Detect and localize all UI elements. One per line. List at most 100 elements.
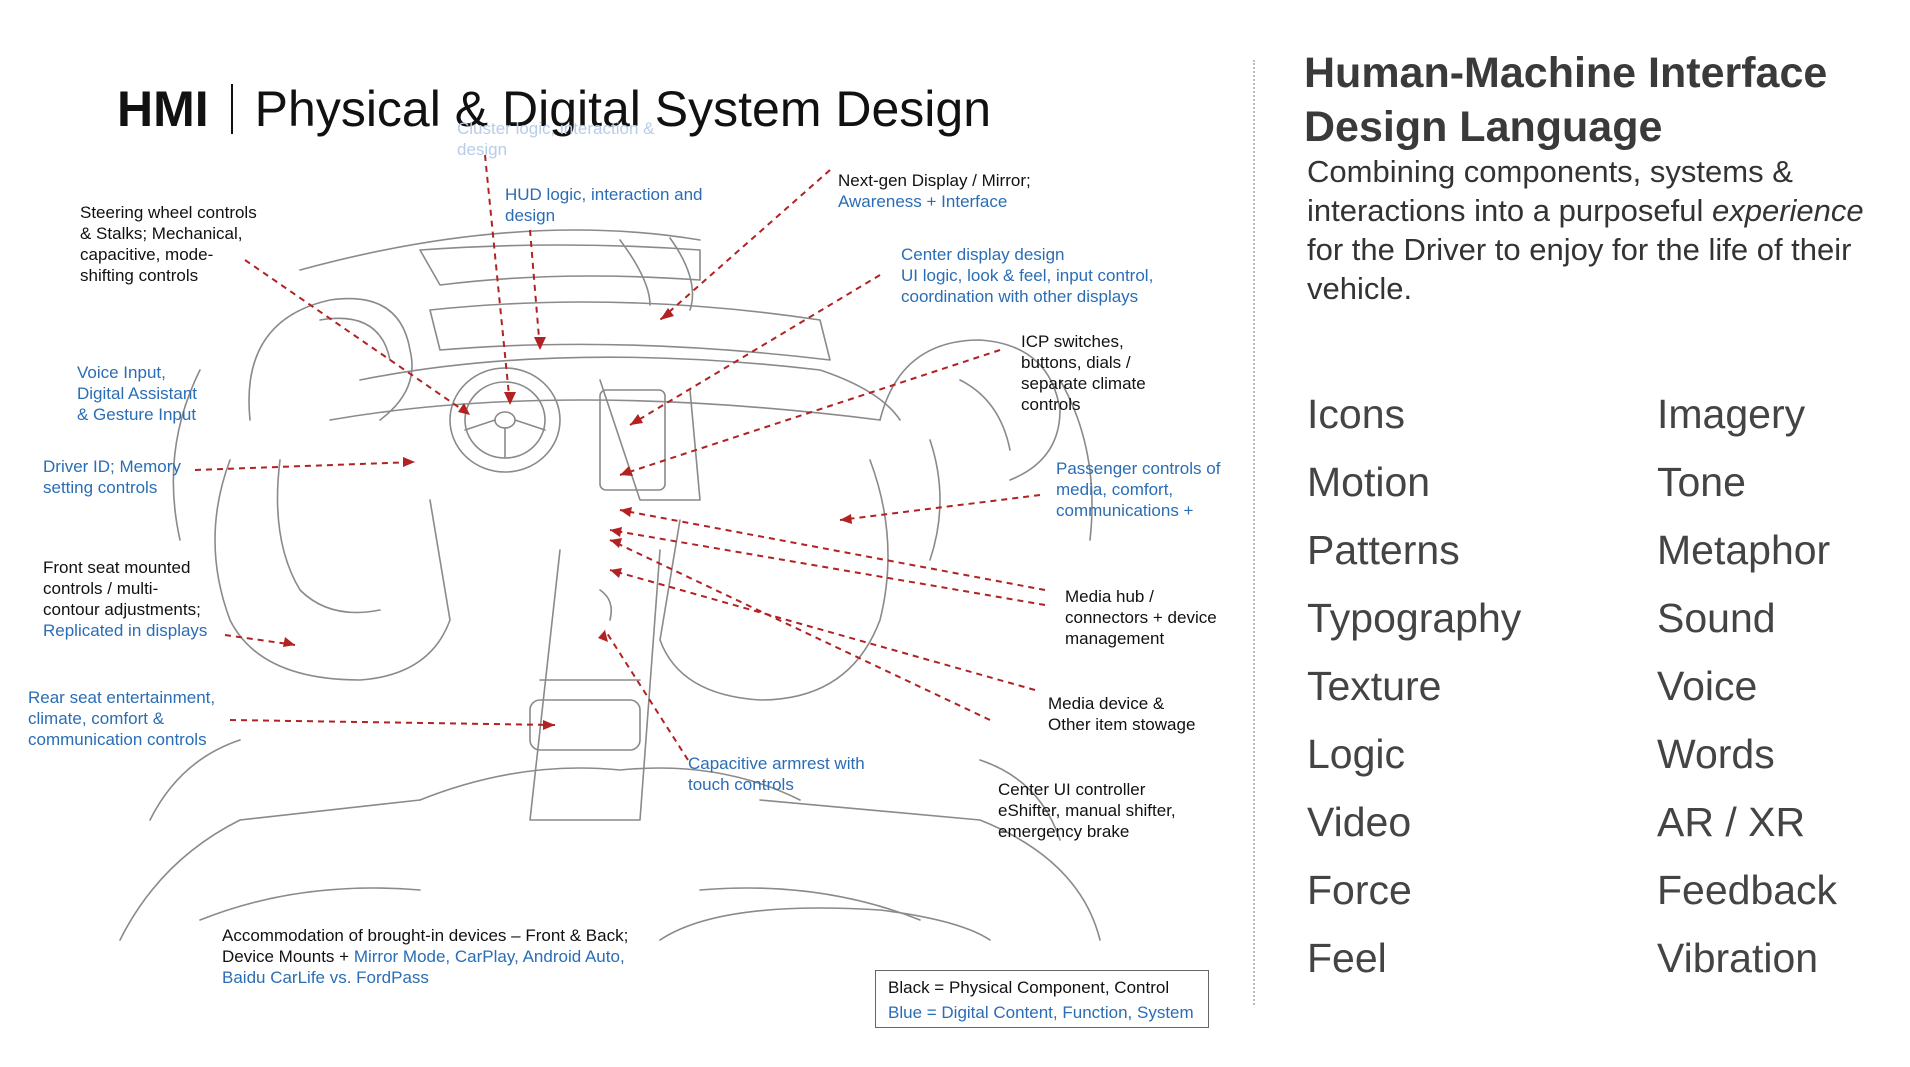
- label-line: HUD logic, interaction and: [505, 185, 703, 204]
- term-item: AR / XR: [1657, 799, 1806, 845]
- label-line: climate, comfort &: [28, 709, 165, 728]
- label-line: & Gesture Input: [77, 405, 197, 424]
- term-item: Feedback: [1657, 867, 1838, 913]
- desc-text: for the Driver to enjoy for the life of …: [1307, 232, 1852, 306]
- term-item: Typography: [1307, 595, 1522, 641]
- title-brand: HMI: [117, 81, 209, 137]
- label-fragment: Device Mounts +: [222, 947, 354, 966]
- car-sketch: [119, 154, 1101, 941]
- label-line: Awareness + Interface: [838, 192, 1008, 211]
- sidebar-description: Combining components, systems & interact…: [1307, 152, 1887, 308]
- label-line: ICP switches,: [1021, 332, 1124, 351]
- label-line: Driver ID; Memory: [43, 457, 181, 476]
- vertical-divider: [1253, 60, 1255, 1005]
- label-line: design: [457, 140, 508, 159]
- sidebar-title-line: Human-Machine Interface: [1304, 49, 1828, 97]
- label-line: Front seat mounted: [43, 558, 191, 577]
- label-line: design: [505, 206, 556, 225]
- page-title: HMI Physical & Digital System Design: [117, 80, 991, 138]
- label-line: connectors + device: [1065, 608, 1217, 627]
- label-line: capacitive, mode-: [80, 245, 214, 264]
- label-brought-in-devices: Accommodation of brought-in devices – Fr…: [222, 925, 628, 988]
- label-line: separate climate: [1021, 374, 1146, 393]
- term-item: Voice: [1657, 663, 1758, 709]
- label-line: Other item stowage: [1048, 715, 1196, 734]
- label-line: & Stalks; Mechanical,: [80, 224, 243, 243]
- sidebar-title: Human-Machine Interface Design Language: [1304, 46, 1904, 154]
- label-media-hub: Media hub / connectors + device manageme…: [1065, 586, 1217, 649]
- label-line: Media hub /: [1065, 587, 1154, 606]
- car-interior-diagram: Cluster logic, interaction & design HUD …: [0, 118, 1240, 1067]
- label-line: management: [1065, 629, 1165, 648]
- label-line: Device Mounts + Mirror Mode, CarPlay, An…: [222, 946, 628, 967]
- term-item: Vibration: [1657, 935, 1819, 981]
- term-item: Video: [1307, 799, 1412, 845]
- label-line: Center display design: [901, 245, 1065, 264]
- label-capacitive-armrest: Capacitive armrest with touch controls: [688, 753, 865, 795]
- label-line: communications +: [1056, 501, 1194, 520]
- label-line: controls / multi-: [43, 579, 159, 598]
- label-line: Cluster logic, interaction &: [457, 119, 655, 138]
- label-driver-id: Driver ID; Memory setting controls: [43, 456, 181, 498]
- design-terms-left: Icons Motion Patterns Typography Texture…: [1307, 380, 1521, 992]
- desc-emphasis: experience: [1711, 193, 1864, 228]
- title-separator: [230, 84, 233, 134]
- label-line: media, comfort,: [1056, 480, 1174, 499]
- label-fragment: Mirror Mode, CarPlay, Android Auto,: [353, 947, 625, 966]
- label-line: eShifter, manual shifter,: [998, 801, 1176, 820]
- term-item: Imagery: [1657, 391, 1806, 437]
- label-line: contour adjustments;: [43, 600, 201, 619]
- label-line: buttons, dials /: [1021, 353, 1131, 372]
- label-line: controls: [1021, 395, 1081, 414]
- term-item: Metaphor: [1657, 527, 1831, 573]
- label-nextgen-display: Next-gen Display / Mirror; Awareness + I…: [838, 170, 1031, 212]
- label-hud: HUD logic, interaction and design: [505, 184, 702, 226]
- sidebar-title-line: Design Language: [1304, 103, 1663, 151]
- term-item: Texture: [1307, 663, 1442, 709]
- label-media-device-stowage: Media device & Other item stowage: [1048, 693, 1195, 735]
- label-line: Capacitive armrest with: [688, 754, 865, 773]
- label-icp-switches: ICP switches, buttons, dials / separate …: [1021, 331, 1146, 415]
- label-center-display: Center display design UI logic, look & f…: [901, 244, 1153, 307]
- label-line: touch controls: [688, 775, 794, 794]
- label-steering-controls: Steering wheel controls & Stalks; Mechan…: [80, 202, 257, 286]
- label-rear-seat-entertainment: Rear seat entertainment, climate, comfor…: [28, 687, 215, 750]
- legend-black: Black = Physical Component, Control: [888, 978, 1170, 997]
- label-line: emergency brake: [998, 822, 1130, 841]
- label-voice-input: Voice Input, Digital Assistant & Gesture…: [77, 362, 197, 425]
- label-line: Replicated in displays: [43, 621, 208, 640]
- term-item: Logic: [1307, 731, 1406, 777]
- label-line: Voice Input,: [77, 363, 166, 382]
- desc-text: Combining components, systems & interact…: [1307, 154, 1793, 228]
- term-item: Words: [1657, 731, 1775, 777]
- label-line: Next-gen Display / Mirror;: [838, 171, 1031, 190]
- title-text: Physical & Digital System Design: [254, 81, 992, 137]
- label-cluster: Cluster logic, interaction & design: [457, 118, 654, 160]
- term-item: Feel: [1307, 935, 1387, 981]
- label-line: Passenger controls of: [1056, 459, 1221, 478]
- label-line: Center UI controller: [998, 780, 1146, 799]
- term-item: Force: [1307, 867, 1412, 913]
- label-center-ui-controller: Center UI controller eShifter, manual sh…: [998, 779, 1176, 842]
- label-line: Steering wheel controls: [80, 203, 257, 222]
- label-line: coordination with other displays: [901, 287, 1139, 306]
- label-line: Rear seat entertainment,: [28, 688, 216, 707]
- label-line: Digital Assistant: [77, 384, 197, 403]
- term-item: Icons: [1307, 391, 1405, 437]
- label-passenger-controls: Passenger controls of media, comfort, co…: [1056, 458, 1220, 521]
- label-line: UI logic, look & feel, input control,: [901, 266, 1154, 285]
- term-item: Motion: [1307, 459, 1431, 505]
- label-line: Baidu CarLife vs. FordPass: [222, 968, 429, 987]
- design-terms-right: Imagery Tone Metaphor Sound Voice Words …: [1657, 380, 1837, 992]
- label-line: setting controls: [43, 478, 158, 497]
- term-item: Tone: [1657, 459, 1746, 505]
- term-item: Patterns: [1307, 527, 1460, 573]
- legend-blue: Blue = Digital Content, Function, System: [888, 1003, 1194, 1022]
- term-item: Sound: [1657, 595, 1776, 641]
- label-line: communication controls: [28, 730, 207, 749]
- diagram-legend: Black = Physical Component, Control Blue…: [875, 970, 1209, 1028]
- label-line: shifting controls: [80, 266, 199, 285]
- label-front-seat-controls: Front seat mounted controls / multi- con…: [43, 557, 207, 641]
- label-line: Media device &: [1048, 694, 1165, 713]
- label-line: Accommodation of brought-in devices – Fr…: [222, 926, 629, 945]
